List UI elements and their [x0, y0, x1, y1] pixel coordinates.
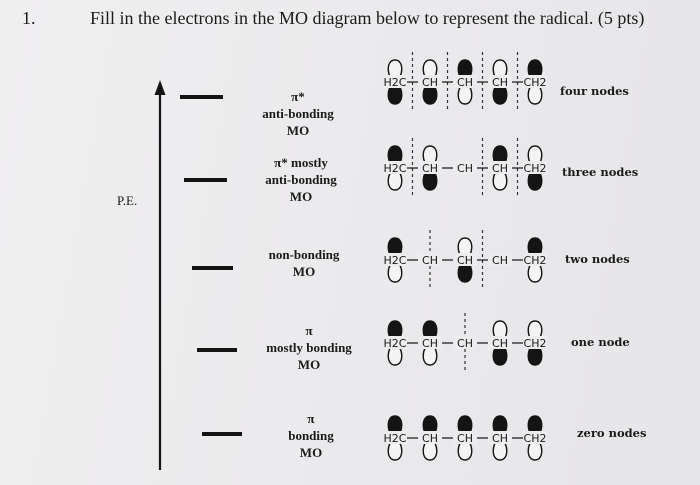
- atom-label: H2C: [384, 76, 407, 89]
- atom-label: CH: [457, 337, 473, 350]
- question-text: Fill in the electrons in the MO diagram …: [90, 8, 645, 28]
- mo-orbital-diagram: H2C CH CH CH CH2: [383, 415, 547, 461]
- atom-label: CH2: [524, 254, 547, 267]
- atom-label-bg: [488, 336, 512, 349]
- mo-label-line: MO: [299, 445, 323, 460]
- mo-label-line: MO: [297, 357, 321, 372]
- atom-label-bg: [523, 431, 547, 444]
- mo-label-line: π: [307, 411, 315, 426]
- atom-label: CH: [457, 432, 473, 445]
- atom-label: H2C: [384, 337, 407, 350]
- atom-label: CH: [492, 162, 508, 175]
- mo-label-line: anti-bonding: [265, 172, 337, 187]
- atom-label-bg: [523, 161, 547, 174]
- atom-label-bg: [453, 336, 477, 349]
- atom-label: H2C: [384, 254, 407, 267]
- mo-label-line: bonding: [288, 428, 334, 443]
- atom-label: CH: [457, 162, 473, 175]
- node-count-label: three nodes: [562, 165, 639, 179]
- atom-label-bg: [488, 431, 512, 444]
- atom-label: H2C: [384, 432, 407, 445]
- atom-label: CH: [422, 76, 438, 89]
- atom-label-bg: [488, 75, 512, 88]
- atom-label: CH: [422, 254, 438, 267]
- atom-label: CH: [492, 76, 508, 89]
- atom-label-bg: [383, 253, 407, 266]
- atom-label-bg: [488, 161, 512, 174]
- mo-orbital-diagram: H2C CH CH CH CH2: [383, 230, 547, 290]
- atom-label: CH: [492, 337, 508, 350]
- atom-label: CH: [422, 162, 438, 175]
- mo-orbital-diagram: H2C CH CH CH CH2: [383, 313, 547, 373]
- atom-label-bg: [383, 75, 407, 88]
- atom-label: CH: [492, 432, 508, 445]
- atom-label: CH: [422, 337, 438, 350]
- mo-label-line: MO: [292, 264, 316, 279]
- mo-label-line: MO: [286, 123, 310, 138]
- mo-label-line: π: [305, 323, 313, 338]
- atom-label: CH2: [524, 432, 547, 445]
- atom-label: CH2: [524, 162, 547, 175]
- atom-label-bg: [418, 161, 442, 174]
- atom-label-bg: [453, 431, 477, 444]
- mo-label-line: mostly bonding: [266, 340, 352, 355]
- energy-level-line: [192, 266, 233, 270]
- atom-label: CH: [422, 432, 438, 445]
- mo-label-line: anti-bonding: [262, 106, 334, 121]
- atom-label-bg: [523, 253, 547, 266]
- node-count-label: zero nodes: [577, 426, 647, 440]
- atom-label-bg: [383, 336, 407, 349]
- energy-level-line: [184, 178, 227, 182]
- atom-label: H2C: [384, 162, 407, 175]
- atom-label: CH2: [524, 76, 547, 89]
- atom-label-bg: [523, 336, 547, 349]
- atom-label-bg: [418, 253, 442, 266]
- axis-label-pe: P.E.: [117, 193, 138, 208]
- axis-arrowhead: [154, 80, 166, 95]
- atom-label-bg: [418, 431, 442, 444]
- mo-label-line: π*: [291, 89, 305, 104]
- atom-label-bg: [523, 75, 547, 88]
- atom-label: CH: [492, 254, 508, 267]
- atom-label-bg: [453, 161, 477, 174]
- node-count-label: two nodes: [565, 252, 630, 266]
- mo-label-line: MO: [289, 189, 313, 204]
- atom-label: CH: [457, 254, 473, 267]
- mo-label-line: π* mostly: [274, 155, 328, 170]
- node-count-label: one node: [571, 335, 630, 349]
- atom-label-bg: [418, 336, 442, 349]
- energy-level-line: [197, 348, 237, 352]
- atom-label-bg: [488, 253, 512, 266]
- energy-level-line: [202, 432, 242, 436]
- mo-orbital-diagram: H2C CH CH CH CH2: [383, 138, 547, 198]
- atom-label: CH2: [524, 337, 547, 350]
- atom-label-bg: [453, 75, 477, 88]
- atom-label-bg: [383, 431, 407, 444]
- mo-orbital-diagram: H2C CH CH CH CH2: [383, 52, 547, 112]
- mo-label-line: non-bonding: [268, 247, 340, 262]
- atom-label: CH: [457, 76, 473, 89]
- energy-level-line: [180, 95, 223, 99]
- question-number: 1.: [22, 8, 36, 28]
- atom-label-bg: [418, 75, 442, 88]
- atom-label-bg: [383, 161, 407, 174]
- atom-label-bg: [453, 253, 477, 266]
- node-count-label: four nodes: [560, 84, 629, 98]
